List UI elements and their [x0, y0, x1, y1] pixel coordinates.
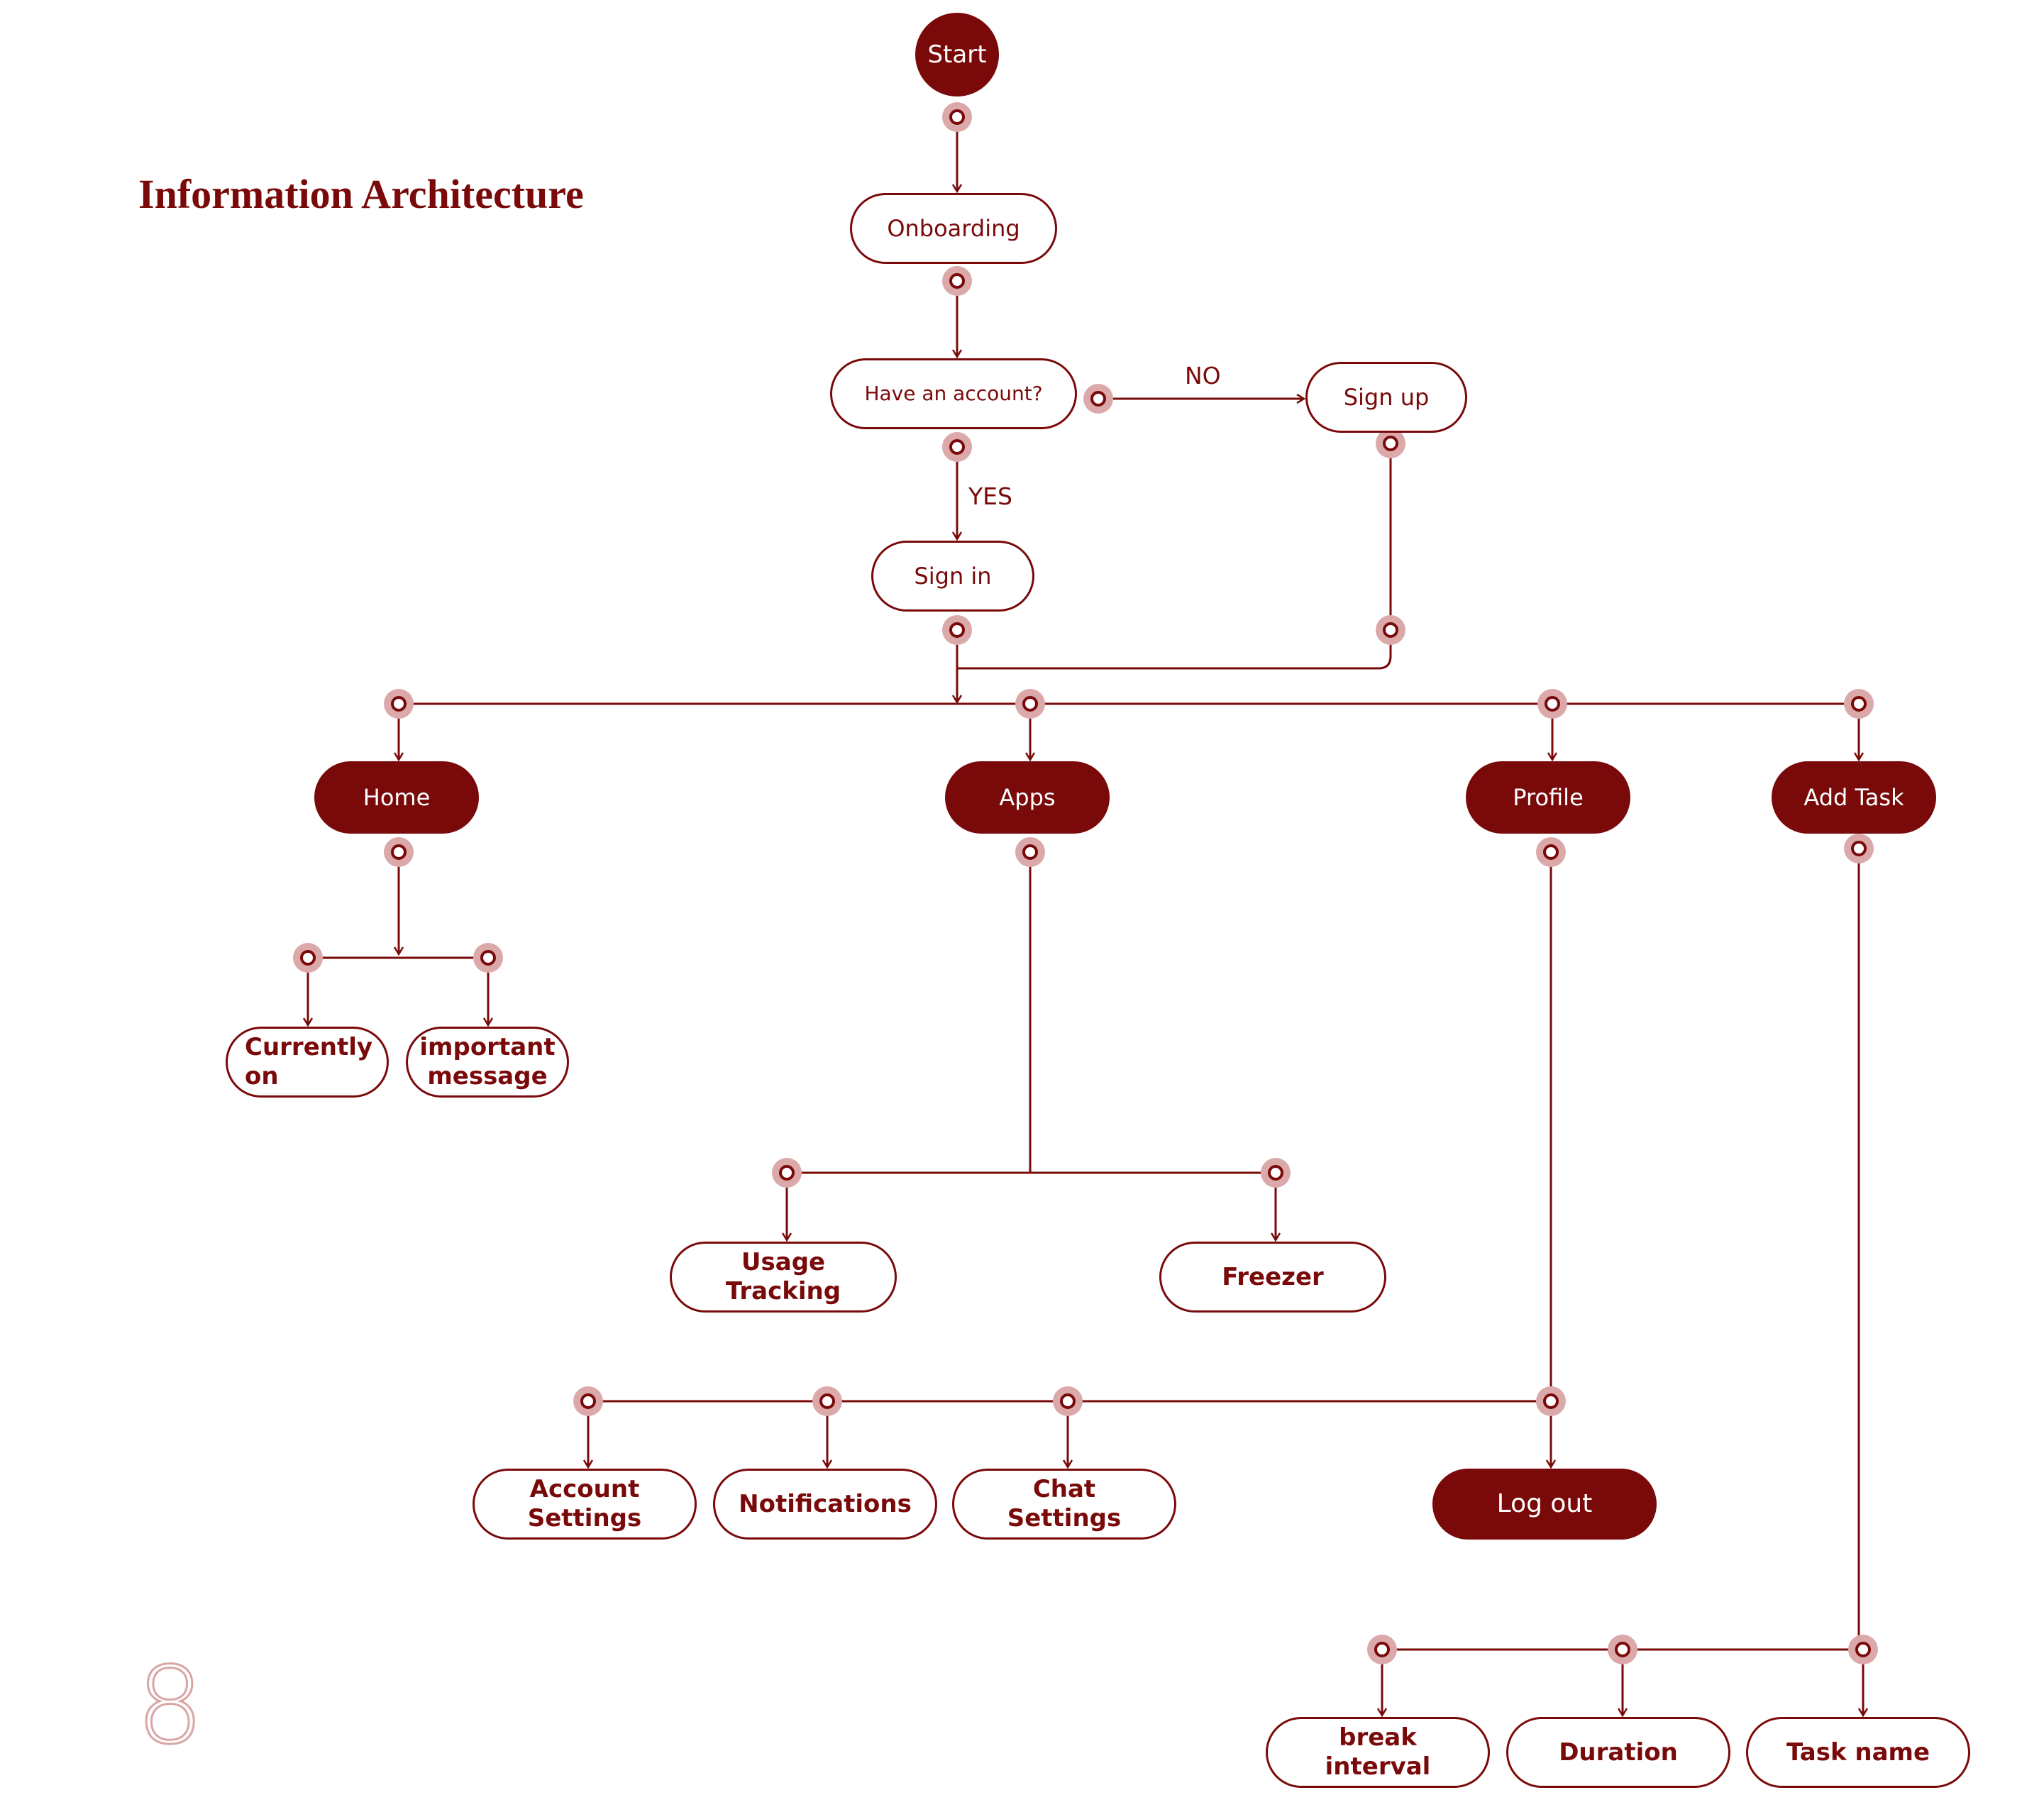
node-onboarding: Onboarding — [850, 193, 1057, 264]
connector-port — [1015, 837, 1045, 867]
node-usage-tracking: Usage Tracking — [670, 1242, 897, 1313]
connector-port — [384, 689, 414, 719]
node-log-out: Log out — [1432, 1469, 1657, 1540]
connector-port — [772, 1158, 802, 1188]
page-number: 8 — [135, 1645, 204, 1768]
connector-port — [942, 615, 972, 645]
node-chat-settings: Chat Settings — [952, 1469, 1176, 1540]
connector-port — [1261, 1158, 1291, 1188]
connector-port — [1844, 689, 1874, 719]
node-notifications: Notifications — [713, 1469, 937, 1540]
connector-port — [812, 1386, 842, 1416]
connector-port — [1536, 837, 1566, 867]
node-add-task: Add Task — [1772, 761, 1936, 834]
connector-port — [942, 432, 972, 462]
connector-port — [1536, 1386, 1566, 1416]
node-home: Home — [314, 761, 479, 834]
connector-port — [1376, 429, 1405, 458]
node-start: Start — [915, 13, 999, 96]
page-title: Information Architecture — [138, 171, 584, 217]
connector-port — [1015, 689, 1045, 719]
connector-port — [293, 943, 323, 973]
node-sign-in: Sign in — [871, 541, 1034, 612]
node-freezer: Freezer — [1159, 1242, 1386, 1313]
node-apps: Apps — [945, 761, 1110, 834]
node-break-interval: break interval — [1266, 1717, 1490, 1788]
node-important-message: important message — [406, 1027, 569, 1098]
node-have-account: Have an account? — [830, 358, 1077, 429]
connector-line — [957, 443, 1392, 670]
connector-port — [1367, 1635, 1397, 1664]
connector-port — [1376, 615, 1405, 645]
connector-port — [1848, 1635, 1878, 1664]
node-profile: Profile — [1466, 761, 1630, 834]
connector-port — [942, 266, 972, 296]
connector-port — [1537, 689, 1567, 719]
node-account-settings: Account Settings — [473, 1469, 697, 1540]
connector-port — [1844, 834, 1874, 863]
connector-port — [1608, 1635, 1637, 1664]
edge-label-yes: YES — [968, 482, 1012, 510]
node-duration: Duration — [1506, 1717, 1730, 1788]
connector-port — [573, 1386, 603, 1416]
node-sign-up: Sign up — [1305, 362, 1467, 433]
connector-port — [473, 943, 503, 973]
node-currently-on: Currently on — [226, 1027, 389, 1098]
edge-label-no: NO — [1185, 362, 1221, 390]
connector-port — [1083, 384, 1113, 414]
connector-port — [1053, 1386, 1083, 1416]
connector-port — [942, 102, 972, 132]
node-task-name: Task name — [1746, 1717, 1970, 1788]
connector-port — [384, 837, 414, 867]
